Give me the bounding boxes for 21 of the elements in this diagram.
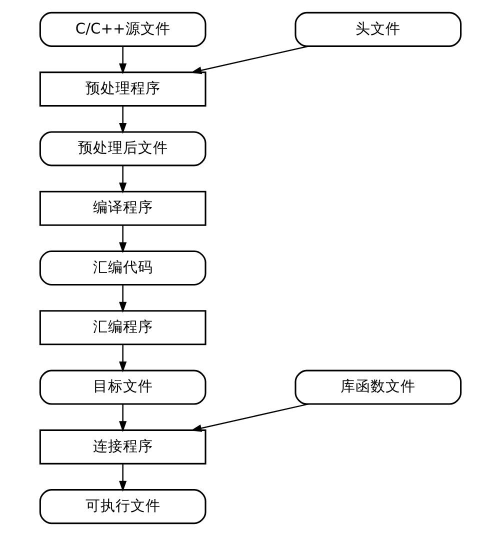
node-box: 库函数文件 bbox=[294, 370, 462, 405]
node-box: 目标文件 bbox=[38, 370, 206, 405]
node-box: 预处理程序 bbox=[38, 72, 206, 107]
node-box: 预处理后文件 bbox=[38, 131, 206, 166]
arrow bbox=[118, 284, 126, 313]
node-box: 编译程序 bbox=[38, 190, 206, 226]
arrow bbox=[118, 404, 126, 432]
arrow bbox=[118, 344, 126, 372]
arrow bbox=[118, 166, 126, 194]
arrow bbox=[190, 46, 308, 74]
node-box: 汇编程序 bbox=[38, 310, 206, 346]
arrow bbox=[118, 106, 126, 134]
arrow bbox=[118, 225, 126, 254]
node-box: 可执行文件 bbox=[38, 489, 206, 524]
arrow bbox=[190, 403, 308, 432]
node-box: 汇编代码 bbox=[38, 250, 206, 286]
arrow bbox=[118, 464, 126, 492]
node-box: 连接程序 bbox=[38, 429, 206, 464]
node-box: C/C++源文件 bbox=[38, 12, 206, 47]
arrow bbox=[118, 46, 126, 74]
node-box: 头文件 bbox=[294, 12, 462, 47]
